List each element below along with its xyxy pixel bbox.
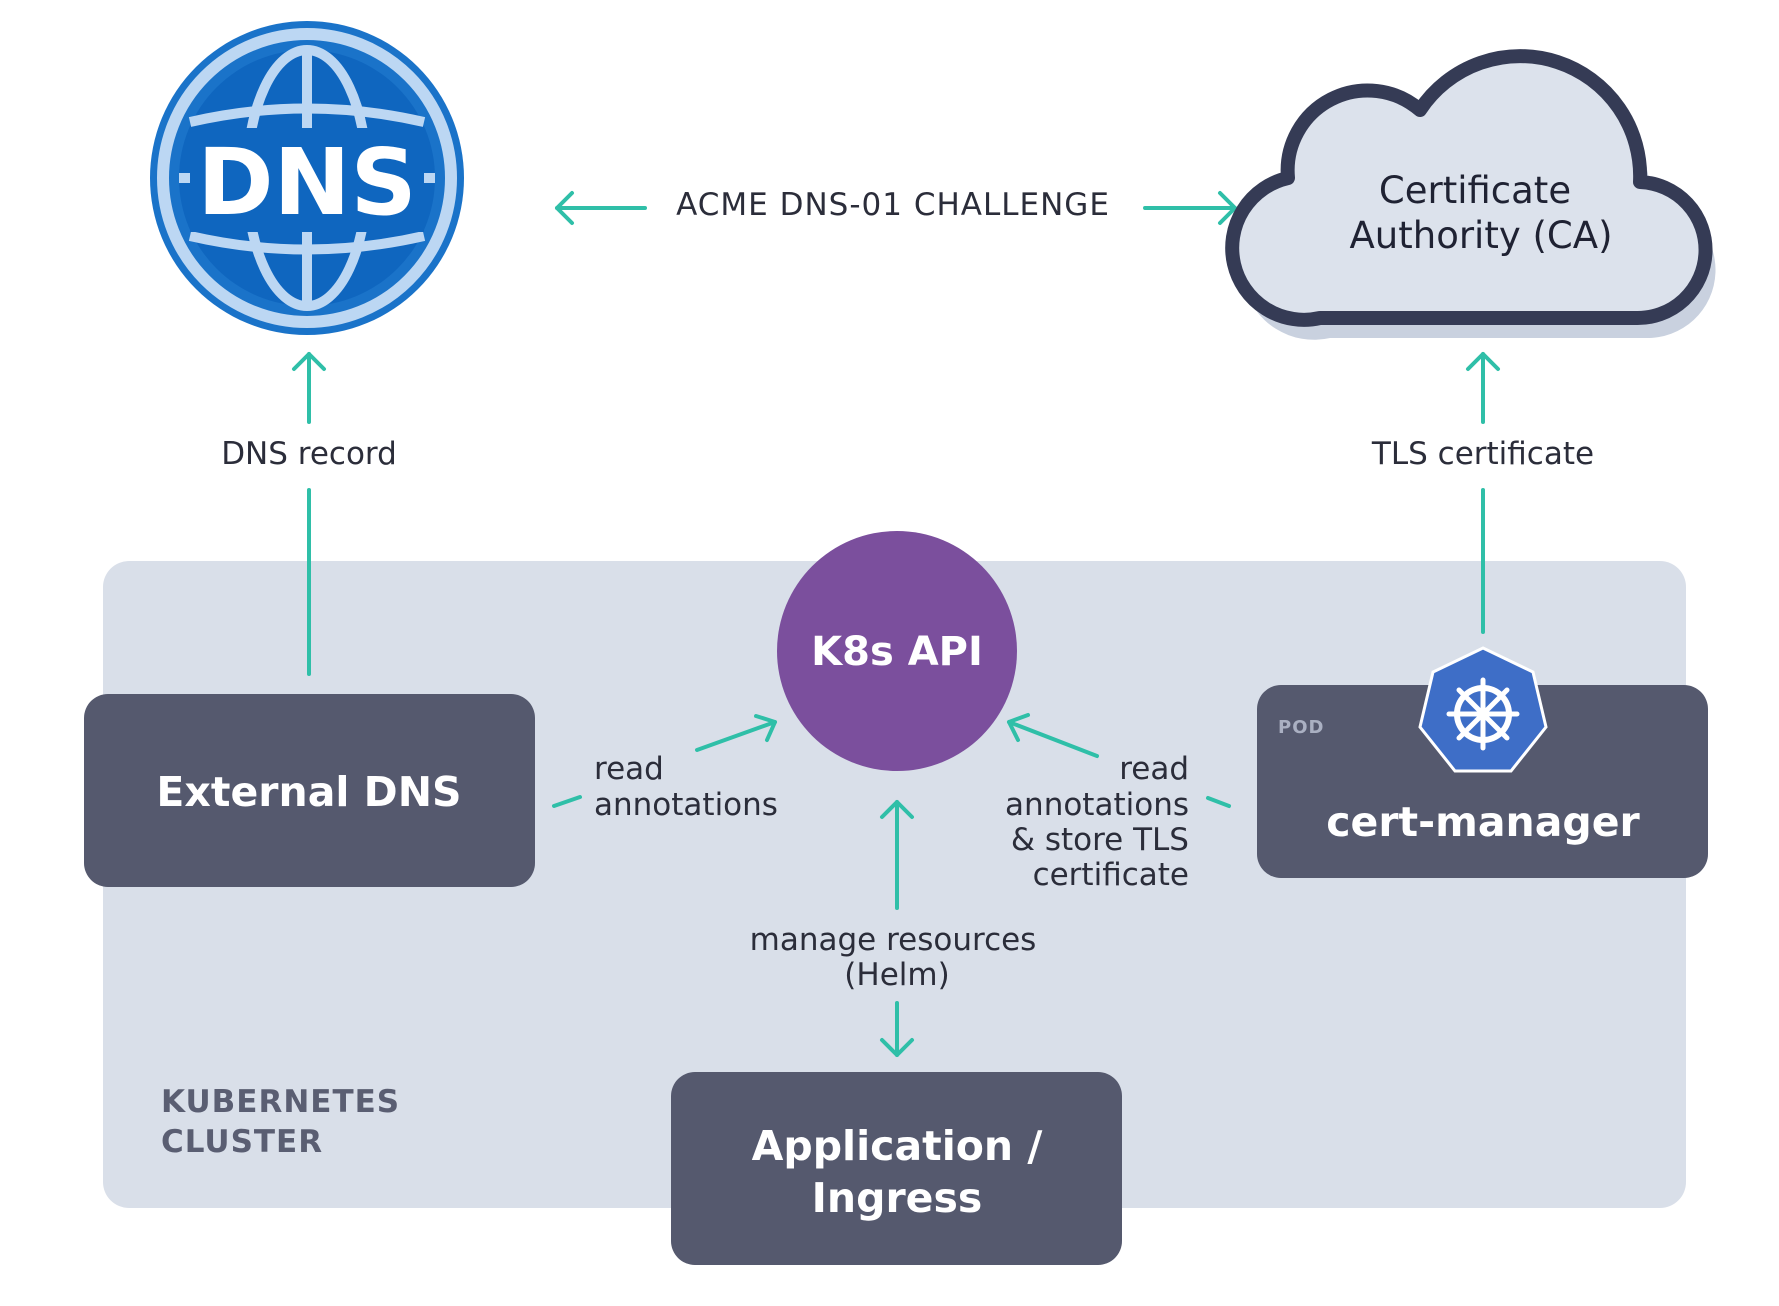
- application-ingress-box: [671, 1072, 1122, 1265]
- cert-manager-to-api-arrow: [1007, 713, 1231, 808]
- manage-resources-label-line1: manage resources: [750, 922, 1037, 958]
- dns-logo-text: DNS: [197, 129, 417, 236]
- globe-icon: [150, 21, 464, 335]
- external-dns-to-api-arrow: [552, 714, 777, 808]
- cluster-label-line2: CLUSTER: [161, 1124, 323, 1160]
- dns-record-arrow: [292, 352, 326, 676]
- left-edge-label-line2: annotations: [594, 787, 778, 823]
- cert-manager-label: cert-manager: [1326, 798, 1640, 846]
- right-edge-label-line1: read: [1119, 751, 1189, 787]
- k8s-api-node: [777, 531, 1017, 771]
- cert-manager-pod-box: [1257, 685, 1708, 878]
- application-label-line1: Application /: [752, 1122, 1043, 1170]
- tls-certificate-label: TLS certificate: [1371, 436, 1594, 472]
- acme-challenge-arrow: [555, 191, 1237, 225]
- right-edge-label-line4: certificate: [1033, 857, 1189, 893]
- k8s-api-label: K8s API: [811, 629, 983, 675]
- external-dns-box: [84, 694, 535, 887]
- right-edge-label-line2: annotations: [1005, 787, 1189, 823]
- right-edge-label-line3: & store TLS: [1011, 822, 1189, 858]
- dns-record-label: DNS record: [221, 436, 397, 472]
- ca-label-line2: Authority (CA): [1349, 214, 1612, 257]
- application-label-line2: Ingress: [812, 1174, 983, 1222]
- external-dns-label: External DNS: [156, 768, 461, 816]
- cloud-icon: [1225, 49, 1716, 340]
- acme-challenge-label: ACME DNS-01 CHALLENGE: [676, 187, 1110, 223]
- pod-tag: POD: [1278, 717, 1324, 738]
- cluster-label-line1: KUBERNETES: [161, 1084, 400, 1120]
- manage-resources-label-line2: (Helm): [844, 957, 949, 993]
- tls-certificate-arrow: [1466, 352, 1500, 634]
- left-edge-label-line1: read: [594, 751, 664, 787]
- ca-label-line1: Certificate: [1379, 169, 1571, 212]
- kubernetes-helm-icon: [1418, 646, 1548, 773]
- manage-resources-arrow: [880, 800, 914, 1057]
